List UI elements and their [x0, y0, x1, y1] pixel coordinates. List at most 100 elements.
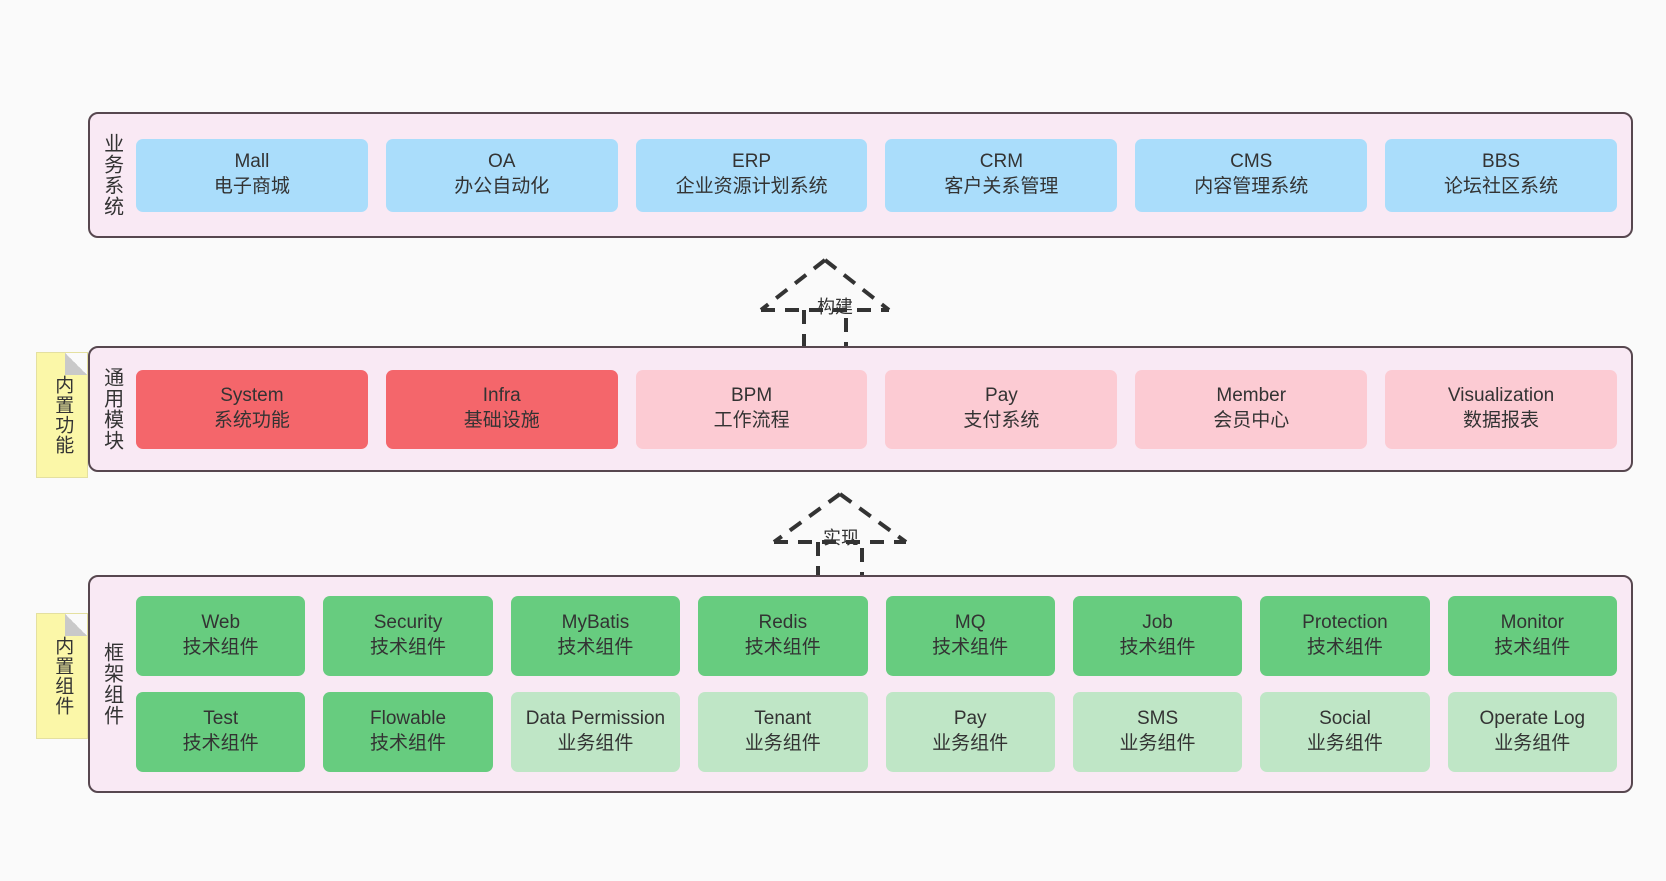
- card-subtitle: 技术组件: [370, 733, 447, 754]
- module-card-mall[interactable]: Mall 电子商城: [136, 138, 368, 212]
- tier-framework-row-business: Test 技术组件 Flowable 技术组件 Data Permission …: [136, 692, 1617, 772]
- module-card-member[interactable]: Member 会员中心: [1135, 369, 1368, 449]
- card-title: CRM: [979, 151, 1024, 173]
- module-card-flowable[interactable]: Flowable 技术组件: [323, 692, 493, 772]
- module-card-system[interactable]: System 系统功能: [136, 369, 368, 449]
- module-card-job[interactable]: Job 技术组件: [1072, 596, 1243, 676]
- card-title: Social: [1319, 708, 1371, 730]
- card-title: Infra: [482, 385, 521, 407]
- card-title: MQ: [954, 612, 986, 634]
- tier-framework-components: 框架组件 Web 技术组件 Security 技术组件 MyBatis 技术组件…: [88, 575, 1633, 793]
- card-title: Data Permission: [525, 708, 666, 730]
- tier-common-modules: 通用模块 System 系统功能 Infra 基础设施 BPM 工作流程 Pay…: [88, 346, 1633, 472]
- module-card-pay-business[interactable]: Pay 业务组件: [885, 692, 1055, 772]
- module-card-test[interactable]: Test 技术组件: [136, 692, 306, 772]
- card-subtitle: 工作流程: [713, 410, 790, 431]
- module-card-visualization[interactable]: Visualization 数据报表: [1385, 369, 1617, 449]
- arrow-implement-label: 实现: [823, 528, 859, 548]
- tier-framework-body: Web 技术组件 Security 技术组件 MyBatis 技术组件 Redi…: [132, 577, 1631, 791]
- card-title: MyBatis: [561, 612, 630, 634]
- card-subtitle: 技术组件: [1494, 637, 1571, 658]
- card-title: Redis: [758, 612, 808, 634]
- note-label: 内置功能: [52, 375, 74, 455]
- module-card-erp[interactable]: ERP 企业资源计划系统: [635, 138, 868, 212]
- card-subtitle: 会员中心: [1213, 410, 1290, 431]
- card-subtitle: 技术组件: [182, 637, 259, 658]
- module-card-pay[interactable]: Pay 支付系统: [885, 369, 1118, 449]
- tier-business-title: 业务系统: [100, 133, 123, 217]
- module-card-crm[interactable]: CRM 客户关系管理: [885, 138, 1118, 212]
- card-subtitle: 技术组件: [744, 637, 821, 658]
- module-card-infra[interactable]: Infra 基础设施: [385, 369, 618, 449]
- tier-framework-title: 框架组件: [100, 642, 123, 726]
- card-title: Member: [1216, 385, 1287, 407]
- tier-modules-row: System 系统功能 Infra 基础设施 BPM 工作流程 Pay 支付系统…: [136, 369, 1617, 449]
- card-title: Pay: [953, 708, 987, 730]
- card-title: Test: [203, 708, 239, 730]
- card-subtitle: 业务组件: [1119, 733, 1196, 754]
- card-title: Operate Log: [1479, 708, 1586, 730]
- card-title: Protection: [1302, 612, 1388, 634]
- tier-modules-body: System 系统功能 Infra 基础设施 BPM 工作流程 Pay 支付系统…: [132, 348, 1631, 470]
- card-title: Pay: [985, 385, 1018, 407]
- card-subtitle: 技术组件: [557, 637, 634, 658]
- tier-modules-title: 通用模块: [100, 367, 123, 451]
- module-card-data-permission[interactable]: Data Permission 业务组件: [510, 692, 681, 772]
- card-title: Monitor: [1500, 612, 1564, 634]
- module-card-redis[interactable]: Redis 技术组件: [698, 596, 868, 676]
- card-title: System: [220, 385, 284, 407]
- card-title: Job: [1142, 612, 1173, 634]
- note-builtin-components: 内置组件: [36, 613, 88, 739]
- module-card-security[interactable]: Security 技术组件: [323, 596, 493, 676]
- card-title: ERP: [732, 151, 772, 173]
- card-subtitle: 技术组件: [1306, 637, 1383, 658]
- module-card-protection[interactable]: Protection 技术组件: [1260, 596, 1430, 676]
- card-subtitle: 支付系统: [963, 410, 1040, 431]
- card-subtitle: 业务组件: [557, 733, 634, 754]
- card-title: SMS: [1136, 708, 1179, 730]
- card-subtitle: 内容管理系统: [1194, 176, 1309, 197]
- card-subtitle: 电子商城: [213, 176, 290, 197]
- tier-business-systems: 业务系统 Mall 电子商城 OA 办公自动化 ERP 企业资源计划系统 CRM…: [88, 112, 1633, 238]
- card-title: OA: [488, 151, 516, 173]
- card-title: Flowable: [370, 708, 447, 730]
- card-subtitle: 技术组件: [1119, 637, 1196, 658]
- card-subtitle: 技术组件: [182, 733, 259, 754]
- tier-business-row: Mall 电子商城 OA 办公自动化 ERP 企业资源计划系统 CRM 客户关系…: [136, 138, 1617, 212]
- card-subtitle: 业务组件: [1306, 733, 1383, 754]
- module-card-oa[interactable]: OA 办公自动化: [385, 138, 618, 212]
- tier-business-body: Mall 电子商城 OA 办公自动化 ERP 企业资源计划系统 CRM 客户关系…: [132, 114, 1631, 236]
- card-subtitle: 数据报表: [1463, 410, 1540, 431]
- module-card-bpm[interactable]: BPM 工作流程: [635, 369, 868, 449]
- module-card-mq[interactable]: MQ 技术组件: [885, 596, 1055, 676]
- card-title: BBS: [1482, 151, 1521, 173]
- module-card-monitor[interactable]: Monitor 技术组件: [1447, 596, 1617, 676]
- card-title: Mall: [234, 151, 270, 173]
- card-title: Tenant: [754, 708, 812, 730]
- module-card-web[interactable]: Web 技术组件: [136, 596, 306, 676]
- card-subtitle: 办公自动化: [454, 176, 550, 197]
- card-title: Web: [201, 612, 241, 634]
- module-card-cms[interactable]: CMS 内容管理系统: [1135, 138, 1368, 212]
- module-card-sms[interactable]: SMS 业务组件: [1072, 692, 1243, 772]
- card-subtitle: 业务组件: [744, 733, 821, 754]
- card-subtitle: 客户关系管理: [944, 176, 1059, 197]
- module-card-bbs[interactable]: BBS 论坛社区系统: [1385, 138, 1617, 212]
- card-title: CMS: [1230, 151, 1273, 173]
- tier-framework-row-technical: Web 技术组件 Security 技术组件 MyBatis 技术组件 Redi…: [136, 596, 1617, 676]
- card-subtitle: 业务组件: [932, 733, 1009, 754]
- card-subtitle: 论坛社区系统: [1444, 176, 1559, 197]
- card-subtitle: 技术组件: [932, 637, 1009, 658]
- module-card-tenant[interactable]: Tenant 业务组件: [698, 692, 868, 772]
- card-subtitle: 基础设施: [463, 410, 540, 431]
- note-label: 内置组件: [52, 636, 74, 716]
- card-subtitle: 业务组件: [1494, 733, 1571, 754]
- card-subtitle: 系统功能: [213, 410, 290, 431]
- module-card-mybatis[interactable]: MyBatis 技术组件: [510, 596, 681, 676]
- card-subtitle: 技术组件: [370, 637, 447, 658]
- module-card-operate-log[interactable]: Operate Log 业务组件: [1447, 692, 1617, 772]
- module-card-social[interactable]: Social 业务组件: [1260, 692, 1430, 772]
- arrow-build-label: 构建: [817, 297, 853, 317]
- card-title: Visualization: [1447, 385, 1555, 407]
